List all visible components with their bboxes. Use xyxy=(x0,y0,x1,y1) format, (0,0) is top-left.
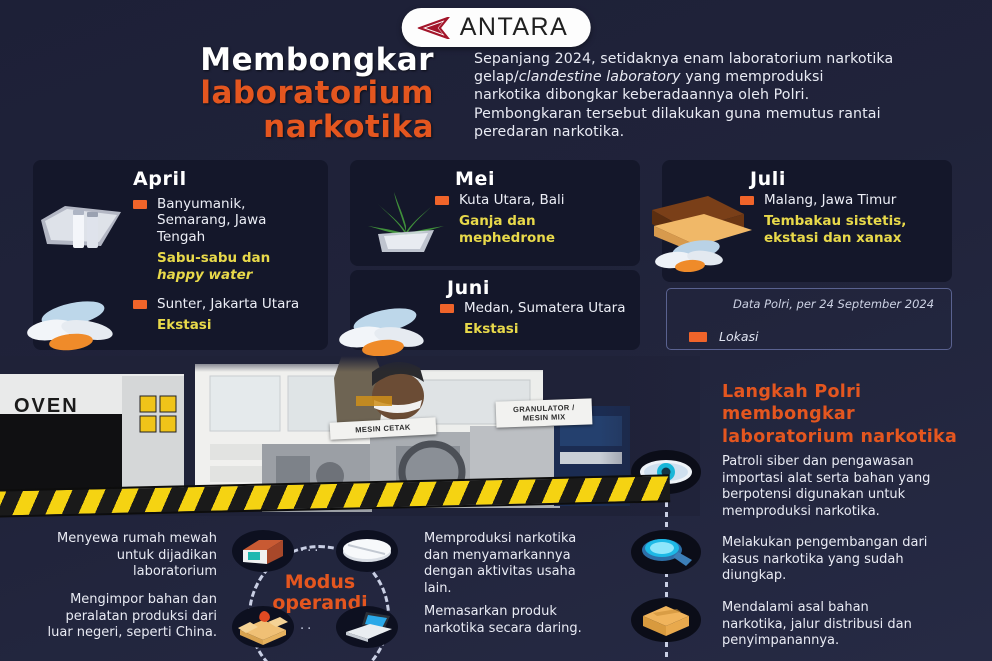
tobacco-pills-icon xyxy=(652,196,752,272)
modus-operandi-label: Modus operandi xyxy=(254,571,386,615)
brand-name: ANTARA xyxy=(459,13,569,41)
laptop-icon xyxy=(336,606,398,648)
laptop-icon-glyph xyxy=(346,612,392,642)
modus-label-line-2: operandi xyxy=(272,592,368,615)
entry-drug: Sabu-sabu dan happy water xyxy=(157,250,313,283)
location-bullet xyxy=(435,196,449,205)
entry-location: Malang, Jawa Timur xyxy=(764,192,897,208)
entry-location: Sunter, Jakarta Utara xyxy=(157,296,300,312)
open-box-icon-glyph xyxy=(238,611,288,645)
legend-source-note: Data Polri, per 24 September 2024 xyxy=(733,297,935,311)
package-box-icon-glyph xyxy=(643,606,689,636)
page-title: Membongkar laboratorium narkotika xyxy=(86,42,434,145)
entry-location: Banyumanik, Semarang, Jawa Tengah xyxy=(157,196,267,245)
entry-drug: Tembakau sistetis, ekstasi dan xanax xyxy=(764,213,907,246)
intro-text-part-1: Sepanjang 2024, setidaknya enam laborato… xyxy=(474,51,894,86)
step-text-2: Melakukan pengembangan dari kasus narkot… xyxy=(722,535,928,583)
legend-box: Data Polri, per 24 September 2024 Lokasi xyxy=(666,288,952,350)
entry-drug: Ekstasi xyxy=(464,321,519,338)
title-line-2: laboratorium xyxy=(200,75,434,112)
antara-triangle-logo-icon xyxy=(417,16,450,39)
modus-text-2: Memproduksi narkotika dan menyamarkannya… xyxy=(424,531,577,596)
modus-text-1: Menyewa rumah mewah untuk dijadikan labo… xyxy=(57,531,217,579)
month-label-juli: Juli xyxy=(750,168,787,190)
magnifier-icon-glyph xyxy=(642,539,692,566)
step-text-1: Patroli siber dan pengawasan importasi a… xyxy=(722,454,931,519)
cannabis-leaf-icon xyxy=(368,192,444,252)
month-label-mei: Mei xyxy=(455,168,496,190)
legend-swatch-icon xyxy=(689,331,707,342)
brand-logo: ANTARA xyxy=(401,8,591,47)
package-box-icon xyxy=(631,598,701,642)
modus-label-line-1: Modus xyxy=(284,571,356,593)
entry-drug-text: Sabu-sabu dan xyxy=(157,250,271,267)
pill-icon-glyph xyxy=(343,539,391,562)
entry-drug-italic: happy water xyxy=(157,266,253,283)
entry-april-1: Banyumanik, Semarang, Jawa Tengah Sabu-s… xyxy=(133,196,313,283)
step-text-3: Mendalami asal bahan narkotika, jalur di… xyxy=(722,600,912,648)
legend-label: Lokasi xyxy=(719,329,759,344)
modus-dot-connector: ·· xyxy=(300,622,315,637)
entry-location: Kuta Utara, Bali xyxy=(459,192,565,208)
photo-label-oven: OVEN xyxy=(14,395,79,417)
location-bullet xyxy=(133,200,147,209)
entry-april-2: Sunter, Jakarta Utara Ekstasi xyxy=(133,296,313,334)
modus-text-4: Memasarkan produk narkotika secara darin… xyxy=(424,604,582,636)
entry-drug: Ganja dan mephedrone xyxy=(459,213,556,246)
modus-dot-connector: ··· xyxy=(300,544,322,559)
location-bullet xyxy=(440,304,454,313)
entry-mei-1: Kuta Utara, Bali Ganja dan mephedrone xyxy=(435,192,625,246)
location-bullet xyxy=(740,196,754,205)
intro-paragraph: Sepanjang 2024, setidaknya enam laborato… xyxy=(474,50,894,141)
entry-location: Medan, Sumatera Utara xyxy=(464,300,626,316)
entry-drug: Ekstasi xyxy=(157,317,212,334)
open-box-icon xyxy=(232,606,294,648)
title-line-1: Membongkar xyxy=(200,42,434,78)
legend-row: Lokasi xyxy=(689,329,759,344)
entry-juli-1: Malang, Jawa Timur Tembakau sistetis, ek… xyxy=(740,192,940,246)
ecstasy-pills-icon xyxy=(27,301,113,351)
ecstasy-pills-icon xyxy=(339,308,424,357)
house-icon-glyph xyxy=(243,540,283,564)
entry-juni-1: Medan, Sumatera Utara Ekstasi xyxy=(440,300,630,338)
title-line-3: narkotika xyxy=(263,108,434,145)
month-label-juni: Juni xyxy=(447,277,491,299)
magnifier-icon xyxy=(631,530,701,574)
house-icon xyxy=(232,530,294,572)
drug-packet-icon xyxy=(41,206,121,248)
intro-text-italic: clandestine laboratory xyxy=(518,69,681,86)
steps-title: Langkah Polri membongkar laboratorium na… xyxy=(722,382,958,447)
location-bullet xyxy=(133,300,147,309)
month-label-april: April xyxy=(133,168,187,190)
intro-text-part-2: yang memproduksi narkotika dibongkar keb… xyxy=(474,69,881,140)
modus-text-3: Mengimpor bahan dan peralatan produksi d… xyxy=(47,592,217,640)
photo-label-granulator: GRANULATOR / MESIN MIX xyxy=(495,398,593,428)
modus-operandi-circle xyxy=(248,545,390,661)
pill-icon xyxy=(336,530,398,572)
